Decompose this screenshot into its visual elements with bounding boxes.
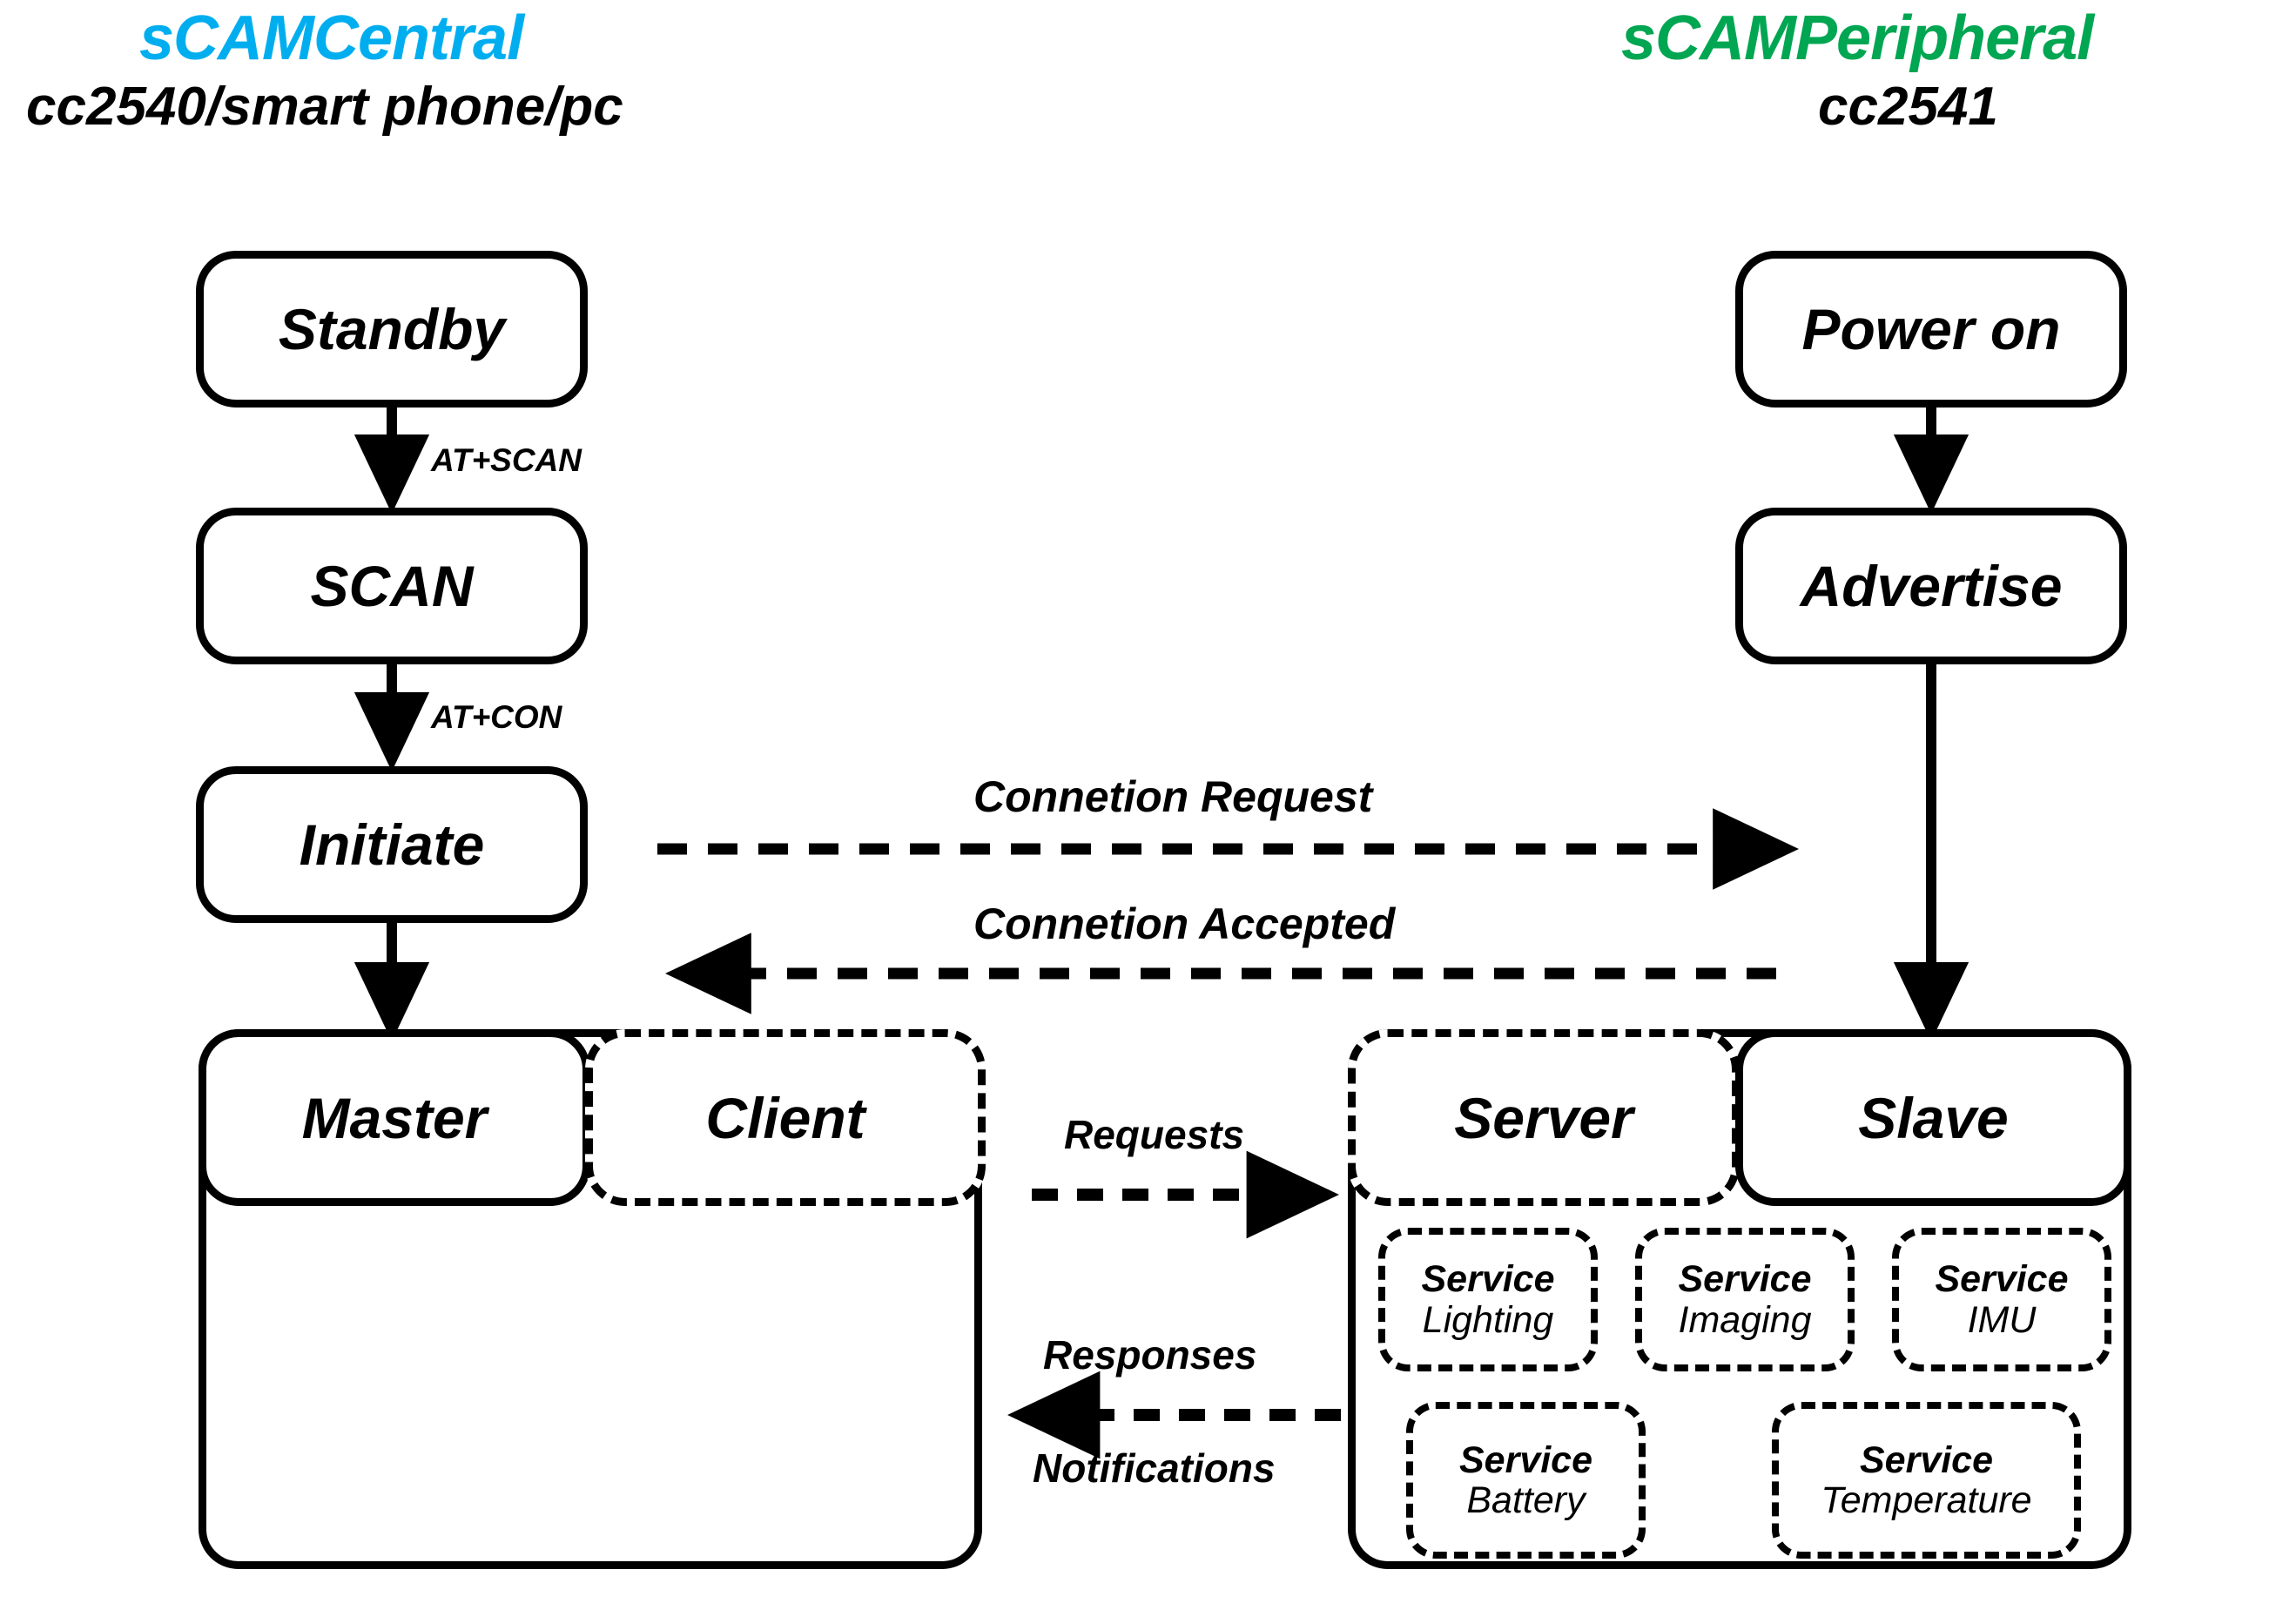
central-column-title: sCAMCentral: [139, 3, 524, 73]
role-box-client[interactable]: Client: [585, 1029, 986, 1206]
service-chip-imaging[interactable]: Service Imaging: [1635, 1228, 1855, 1371]
state-label-standby: Standby: [278, 297, 506, 361]
state-box-standby[interactable]: Standby: [196, 251, 588, 408]
transition-label-at-con: AT+CON: [431, 699, 562, 735]
state-box-advertise[interactable]: Advertise: [1735, 508, 2127, 664]
link-label-requests: Requests: [1064, 1112, 1245, 1157]
state-box-initiate[interactable]: Initiate: [196, 766, 588, 923]
link-label-connection-accepted: Connetion Accepted: [973, 899, 1396, 948]
role-box-server[interactable]: Server: [1348, 1029, 1740, 1206]
role-label-master: Master: [301, 1085, 488, 1150]
peripheral-column-subtitle: cc2541: [1818, 77, 1998, 137]
state-label-scan: SCAN: [310, 554, 474, 618]
service-name-temperature: Temperature: [1821, 1479, 2032, 1521]
service-chip-battery[interactable]: Service Battery: [1406, 1402, 1646, 1559]
service-name-imaging: Imaging: [1678, 1298, 1812, 1341]
state-box-power-on[interactable]: Power on: [1735, 251, 2127, 408]
central-column-subtitle: cc2540/smart phone/pc: [26, 77, 623, 137]
service-kind-lighting: Service: [1421, 1258, 1555, 1301]
service-kind-temperature: Service: [1859, 1438, 1994, 1481]
role-box-master[interactable]: Master: [199, 1029, 590, 1206]
role-label-slave: Slave: [1858, 1085, 2009, 1150]
service-kind-imu: Service: [1935, 1258, 2069, 1301]
service-name-battery: Battery: [1466, 1479, 1586, 1521]
role-label-client: Client: [705, 1085, 865, 1150]
state-label-initiate: Initiate: [299, 812, 485, 877]
role-label-server: Server: [1454, 1085, 1633, 1150]
service-chip-temperature[interactable]: Service Temperature: [1772, 1402, 2081, 1559]
link-label-responses: Responses: [1043, 1332, 1257, 1378]
service-chip-imu[interactable]: Service IMU: [1892, 1228, 2111, 1371]
state-label-power-on: Power on: [1801, 297, 2061, 361]
service-kind-battery: Service: [1458, 1438, 1593, 1481]
state-box-scan[interactable]: SCAN: [196, 508, 588, 664]
state-label-advertise: Advertise: [1800, 554, 2063, 618]
service-name-imu: IMU: [1967, 1298, 2037, 1341]
transition-label-at-scan: AT+SCAN: [431, 442, 582, 478]
link-label-notifications: Notifications: [1033, 1445, 1276, 1491]
service-kind-imaging: Service: [1678, 1258, 1812, 1301]
service-name-lighting: Lighting: [1422, 1298, 1554, 1341]
peripheral-column-title: sCAMPeripheral: [1621, 3, 2094, 73]
service-chip-lighting[interactable]: Service Lighting: [1378, 1228, 1598, 1371]
role-box-slave[interactable]: Slave: [1735, 1029, 2131, 1206]
link-label-connection-request: Connetion Request: [973, 772, 1373, 821]
